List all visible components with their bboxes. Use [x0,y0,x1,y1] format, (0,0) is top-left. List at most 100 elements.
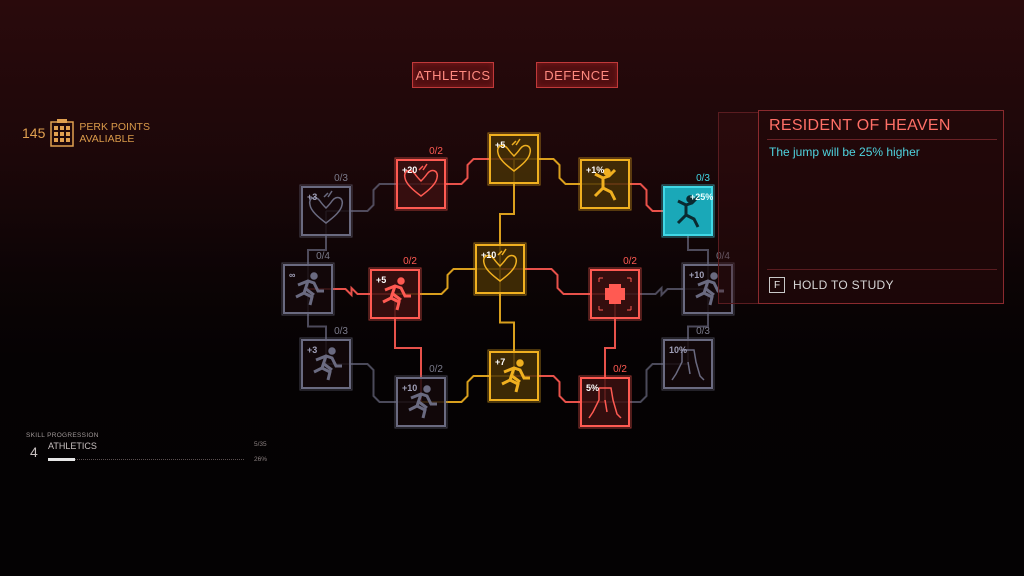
perk-node-box [663,186,713,236]
perk-description: The jump will be 25% higher [769,145,920,159]
legs-icon [588,387,622,419]
perk-node-bonus: +5 [495,140,505,150]
connector-line [421,375,514,403]
divider [767,269,997,270]
connector-line [604,294,616,402]
perk-node-counter: 0/3 [334,173,348,184]
perk-node-bonus: 10% [669,345,687,355]
perk-node-box [683,264,733,314]
perk-node-counter: 0/3 [696,326,710,337]
perk-node-frame [661,337,715,391]
perk-node-box [580,159,630,209]
perk-node-n5[interactable]: +25% 0/3 [661,173,715,238]
hold-to-study-button[interactable]: F HOLD TO STUDY [769,277,894,293]
divider [767,139,997,140]
connector-line [499,269,515,376]
perk-node-n6[interactable]: ∞0/4 [281,251,335,316]
runner-icon [695,272,724,306]
perk-node-bonus: +10 [402,383,417,393]
connector-line [308,285,395,298]
connector-line [326,363,421,403]
perk-node-counter: 0/3 [334,326,348,337]
perk-node-frame [281,262,335,316]
perk-node-counter: 0/2 [623,256,637,267]
medkit-icon [598,277,632,311]
perk-node-frame [473,242,527,296]
progression-track [48,459,244,461]
progression-header: SKILL PROGRESSION [26,432,99,439]
heart-icon [496,138,532,172]
runner-icon [295,272,324,306]
perk-node-n3[interactable]: +5 [487,132,541,186]
perk-node-counter: 0/2 [613,364,627,375]
connector-line [395,268,500,295]
perk-node-bonus: +3 [307,192,317,202]
perk-node-n4[interactable]: +1% [578,157,632,211]
perk-node-n9[interactable]: 0/2 [588,256,642,321]
tab-defence[interactable]: DEFENCE [536,62,618,88]
perk-node-n15[interactable]: 10% 0/3 [661,326,715,391]
connector-line [615,285,708,298]
connector-line [605,183,688,212]
connector-line [421,158,514,185]
connector-line [394,294,422,402]
perk-points-label: PERK POINTS AVALIABLE [79,121,150,145]
perk-node-frame [681,262,735,316]
perk-node-bonus: +1% [586,165,604,175]
perk-node-bonus: 5% [586,383,599,393]
heart-icon [403,163,439,197]
connector-line [514,158,605,185]
legs-icon [671,349,705,381]
perk-node-frame [487,132,541,186]
perk-node-n13[interactable]: +7 [487,349,541,403]
runner-icon [501,359,530,393]
perk-node-box [301,186,351,236]
perk-node-n12[interactable]: +10 0/2 [394,364,448,429]
heart-icon [482,248,518,282]
connector-line [326,183,421,212]
perk-node-n7[interactable]: +5 0/2 [368,256,422,321]
perk-node-bonus: +20 [402,165,417,175]
progression-ratio: 5/35 [254,441,267,448]
skill-progression: SKILL PROGRESSION 4 ATHLETICS 5/35 26% [26,432,270,463]
perk-node-frame [661,184,715,238]
connector-line [500,268,615,295]
hold-to-study-label: HOLD TO STUDY [793,278,894,292]
skill-name: ATHLETICS [48,441,97,451]
heart-icon [308,190,344,224]
perk-node-counter: 0/2 [429,146,443,157]
perk-grid-icon [50,119,75,147]
perk-node-bonus: +10 [689,270,704,280]
perk-node-n10[interactable]: +10 0/4 [681,251,735,316]
tab-athletics[interactable]: ATHLETICS [412,62,494,88]
perk-node-counter: 0/2 [429,364,443,375]
perk-node-n14[interactable]: 5% 0/2 [578,364,632,429]
progression-fill [48,458,76,461]
perk-node-n1[interactable]: +3 0/3 [299,173,353,238]
key-f-icon: F [769,277,785,293]
runner-icon [382,277,411,311]
perk-node-counter: 0/4 [316,251,330,262]
perk-node-frame [588,267,642,321]
runner-icon [313,347,342,381]
perk-node-n11[interactable]: +30/3 [299,326,353,391]
perk-node-n8[interactable]: +10 [473,242,527,296]
perk-node-frame [394,157,448,211]
perk-node-n2[interactable]: +20 0/2 [394,146,448,211]
perk-node-frame [394,375,448,429]
perk-node-bonus: +5 [376,275,386,285]
perk-node-bonus: +25% [690,192,713,202]
perk-node-frame [578,375,632,429]
progression-percent: 26% [254,456,268,463]
jump-icon [593,168,617,201]
perk-node-counter: 0/2 [403,256,417,267]
perk-node-counter: 0/3 [696,173,710,184]
perk-points-counter: 145 PERK POINTS AVALIABLE [22,118,150,148]
perk-node-bonus: +10 [481,250,496,260]
jump-icon [676,195,700,228]
connector-line [499,159,515,269]
runner-icon [408,385,437,419]
perk-node-frame [578,157,632,211]
perk-node-counter: 0/4 [716,251,730,262]
perk-title: RESIDENT OF HEAVEN [769,117,951,134]
